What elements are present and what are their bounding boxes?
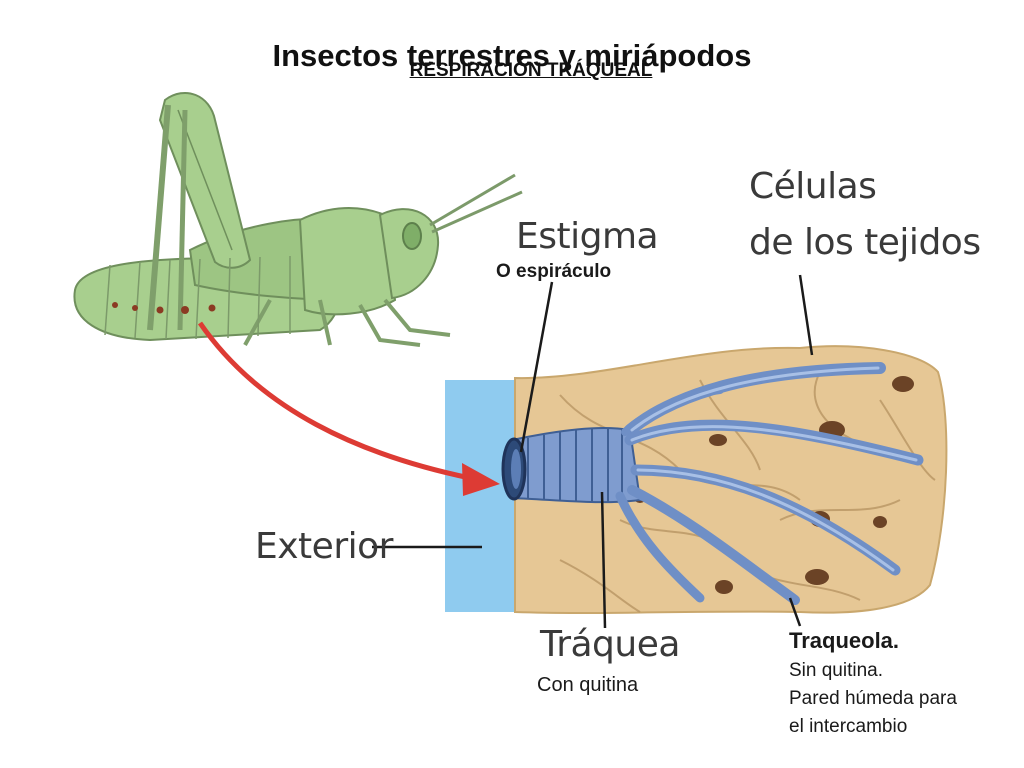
label-traqueola-line1: Sin quitina. xyxy=(789,660,884,681)
label-celulas-line2: de los tejidos xyxy=(749,222,981,263)
spiracle-lumen xyxy=(511,449,521,489)
tracheole-highlights xyxy=(630,366,918,572)
trachea-rings xyxy=(527,428,623,503)
label-exterior: Exterior xyxy=(255,526,393,567)
spiracle-dots xyxy=(112,302,216,314)
spiracle-arrow xyxy=(197,321,471,481)
leader-traquea xyxy=(600,491,607,629)
label-traquea: Tráquea xyxy=(540,624,680,665)
label-espiraculo: O espiráculo xyxy=(496,261,612,282)
label-traqueola-line2: Pared húmeda para xyxy=(789,688,957,709)
label-traqueola-line3: el intercambio xyxy=(789,716,908,737)
leader-lines xyxy=(372,274,814,629)
leader-celulas xyxy=(798,274,814,356)
spiracle-arrowhead xyxy=(462,463,500,496)
label-celulas-line1: Células xyxy=(749,166,877,207)
leader-estigma xyxy=(519,281,554,453)
label-traqueola-title: Traqueola. xyxy=(789,628,900,653)
page-subtitle: RESPIRACIÓN TRÁQUEAL xyxy=(409,60,653,81)
leader-traqueola xyxy=(788,597,802,627)
page-title: Insectos terrestres y miriápodos xyxy=(272,38,752,73)
grasshopper-illustration xyxy=(73,91,523,347)
label-con-quitina: Con quitina xyxy=(537,674,639,696)
label-estigma: Estigma xyxy=(516,216,659,257)
